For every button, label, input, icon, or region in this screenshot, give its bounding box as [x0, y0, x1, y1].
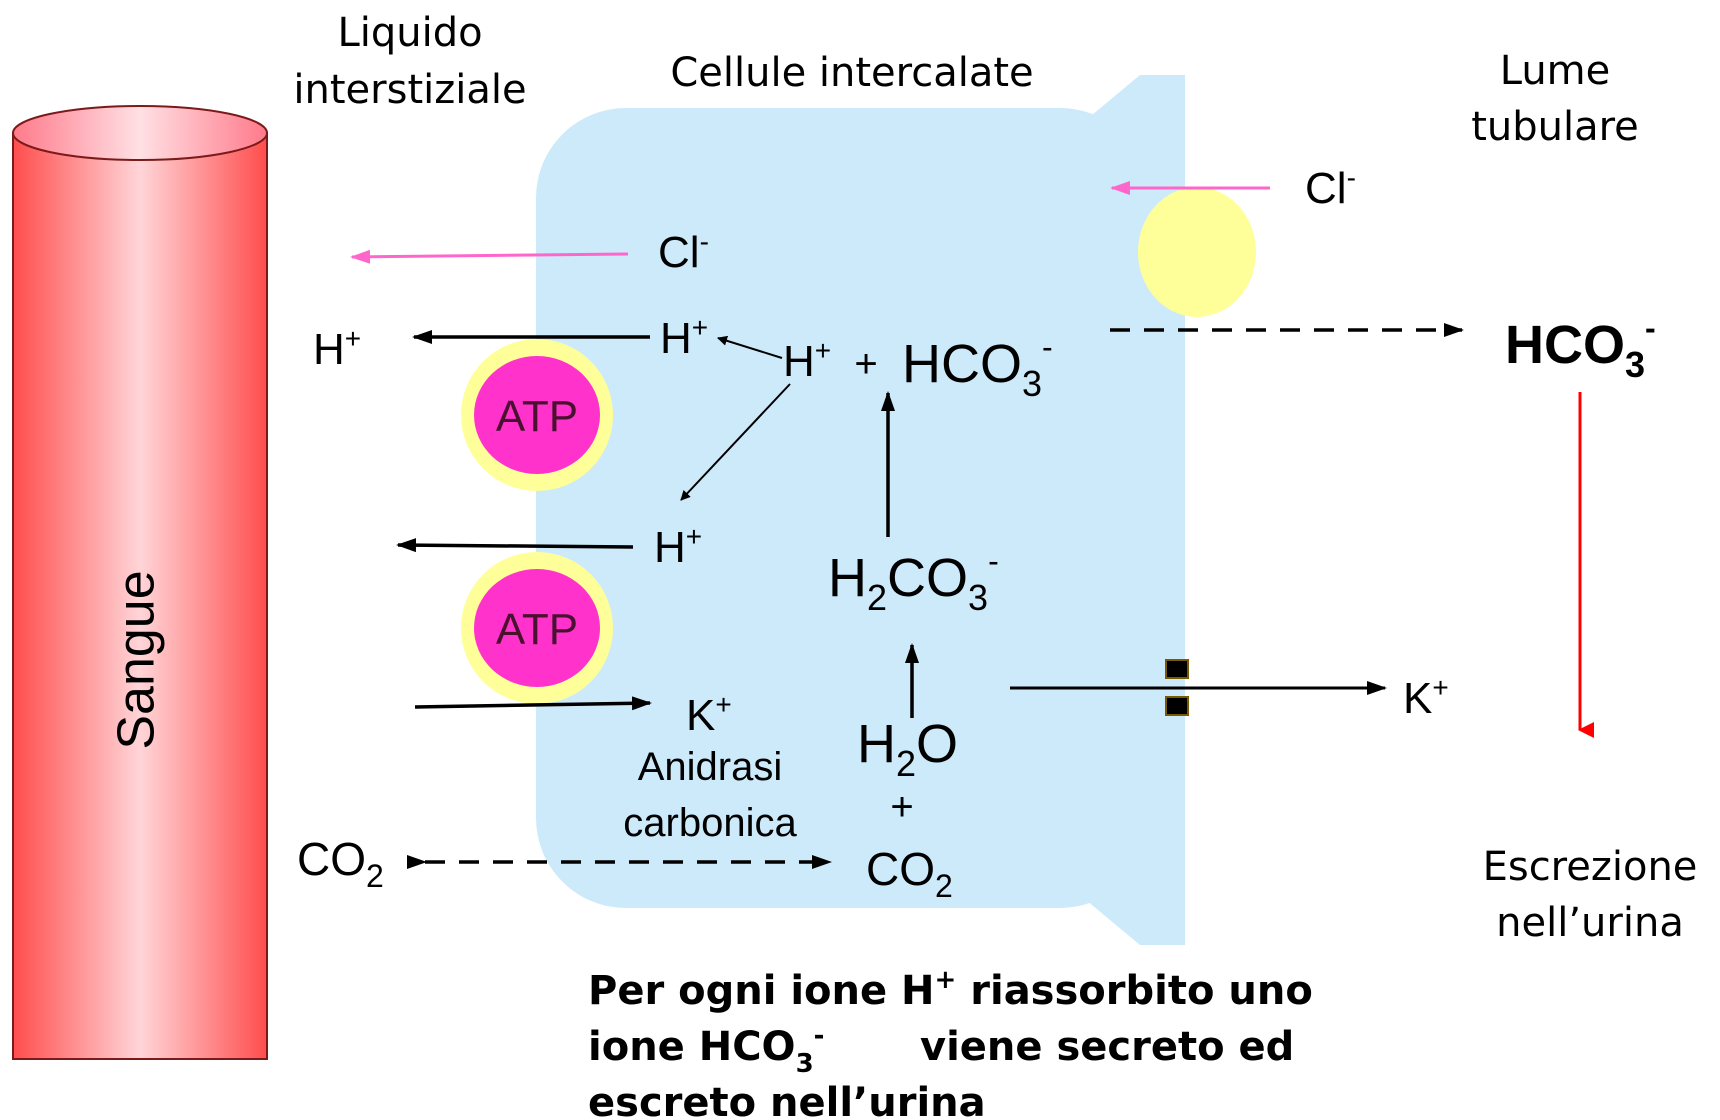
- cell-bicarbonate: HCO3-: [902, 329, 1053, 404]
- excretion-label-2: nell’urina: [1496, 900, 1684, 946]
- cell-co2: CO2: [866, 843, 953, 904]
- enzyme-label-1: Anidrasi: [638, 745, 783, 789]
- lumen-bicarbonate: HCO3-: [1505, 310, 1656, 385]
- lumen-label-2: tubulare: [1471, 104, 1639, 150]
- cells-label: Cellule intercalate: [670, 50, 1033, 96]
- excretion-label-1: Escrezione: [1483, 844, 1698, 890]
- cell-h-lower: H+: [654, 521, 702, 572]
- water: H2O: [857, 714, 958, 784]
- potassium-channel-top: [1165, 659, 1189, 679]
- atp-label-1: ATP: [496, 392, 578, 441]
- cell-chloride: Cl-: [658, 226, 709, 277]
- cell-potassium: K+: [686, 689, 732, 740]
- lumen-potassium: K+: [1403, 672, 1449, 723]
- caption-line-1: Per ogni ione H+ riassorbito uno: [588, 965, 1313, 1014]
- h-split-arrow-up: [717, 335, 783, 359]
- plus-sign-bottom: +: [890, 785, 913, 829]
- carbonic-acid: H2CO3-: [828, 543, 999, 618]
- cell-h-upper: H+: [660, 312, 708, 363]
- enzyme-label-2: carbonica: [623, 801, 797, 845]
- blood-vessel: [12, 105, 268, 1060]
- chloride-exchanger: [1138, 187, 1256, 317]
- blood-label: Sangue: [108, 570, 166, 749]
- h-efflux-arrow-2: [396, 538, 634, 553]
- plus-sign-top: +: [854, 342, 877, 386]
- lumen-chloride: Cl-: [1305, 162, 1356, 213]
- basolateral-chloride-arrow: [350, 249, 629, 264]
- lumen-label-1: Lume: [1500, 48, 1611, 94]
- atp-pump-2: ATP: [461, 552, 613, 704]
- interstitial-h: H+: [313, 323, 361, 374]
- caption-line-3: escreto nell’urina: [588, 1080, 986, 1120]
- interstitial-label-1: Liquido: [337, 10, 482, 56]
- potassium-channel-bottom: [1165, 696, 1189, 716]
- atp-label-2: ATP: [496, 605, 578, 654]
- potassium-uptake-arrow: [414, 696, 652, 711]
- interstitial-co2: CO2: [297, 833, 384, 894]
- caption-line-2: ione HCO3-viene secreto ed: [588, 1021, 1294, 1079]
- h-split-arrow-down: [680, 383, 791, 501]
- interstitial-label-2: interstiziale: [293, 67, 526, 113]
- cell-h-center: H+: [783, 335, 831, 386]
- atp-pump-1: ATP: [461, 339, 613, 491]
